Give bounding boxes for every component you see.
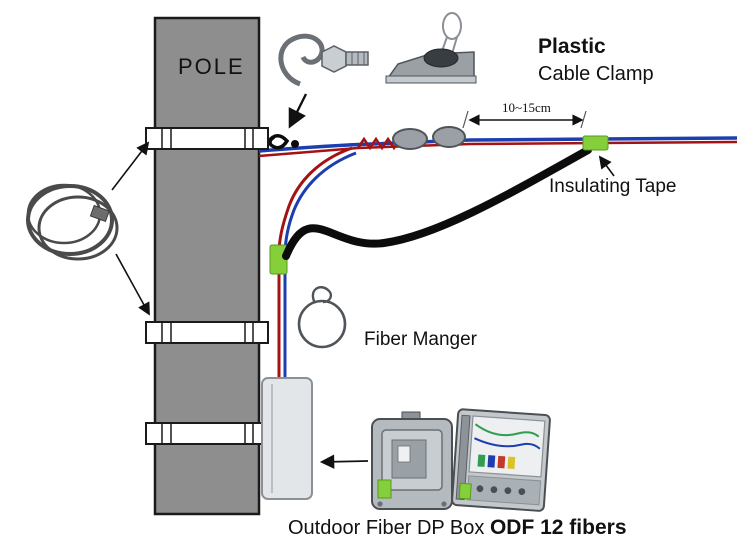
hook-bolt xyxy=(345,51,369,66)
knot-hook xyxy=(266,134,290,150)
band-rect xyxy=(145,321,269,344)
open-box-port-4 xyxy=(518,488,526,496)
loop-hook xyxy=(311,286,333,304)
clamp-dark-oval xyxy=(423,48,459,68)
open-box-fiber-green xyxy=(474,423,540,438)
dimension-annotation: 10~15cm xyxy=(462,100,587,129)
fiber-manager-label: Fiber Manger xyxy=(364,329,478,350)
span-cables xyxy=(258,126,738,158)
black-drop-cable xyxy=(282,146,592,260)
band-buckles xyxy=(161,128,254,149)
pole-label: POLE xyxy=(178,54,245,79)
fiber-manager-loop-icon xyxy=(297,286,347,349)
dp-box-open-icon xyxy=(451,408,551,512)
plastic-cable-clamp-icon xyxy=(385,12,477,84)
open-box-green-sticker xyxy=(458,482,472,500)
hook-curve xyxy=(278,33,325,87)
arrow-coil-to-middle-band xyxy=(115,253,150,316)
plastic-label: Plastic xyxy=(538,35,606,58)
cable-clamp-label: Cable Clamp xyxy=(538,63,654,85)
hook-clamp-icon xyxy=(278,33,369,87)
open-box-hinge xyxy=(455,414,471,501)
inline-clamp-oval-1 xyxy=(392,128,428,150)
knot-dot xyxy=(291,140,299,148)
dimension-label: 10~15cm xyxy=(502,100,551,115)
bottom-caption: Outdoor Fiber DP Box ODF 12 fibers xyxy=(288,516,627,539)
coil-screw-housing xyxy=(89,204,110,223)
loop-ring xyxy=(297,299,347,349)
red-cable-horizontal xyxy=(258,140,738,158)
open-box-splice-1 xyxy=(477,454,486,467)
red-cable-vertical xyxy=(277,146,353,382)
open-box-splice-3 xyxy=(497,455,506,469)
odf-caption: ODF 12 fibers xyxy=(490,516,627,539)
open-box-splice-4 xyxy=(507,456,516,470)
hose-clamp-coil-icon xyxy=(26,183,119,261)
dp-box-on-pole xyxy=(261,377,313,500)
open-box-port-2 xyxy=(490,486,498,494)
coil-ring-2 xyxy=(37,195,119,261)
coil-ring-3 xyxy=(26,183,102,245)
closed-box-green-sticker xyxy=(377,479,392,499)
hook-threads xyxy=(351,52,365,65)
strap-band-top xyxy=(145,127,269,150)
band-buckles xyxy=(161,423,254,444)
open-box-fiber-blue xyxy=(474,437,541,450)
clamp-wire-loop xyxy=(442,12,462,40)
band-buckles xyxy=(161,322,254,343)
insulating-tape-label: Insulating Tape xyxy=(549,176,676,197)
dp-box-caption: Outdoor Fiber DP Box xyxy=(288,517,490,539)
inline-clamp-oval-2 xyxy=(432,126,466,148)
drop-cable-vertical xyxy=(269,146,357,382)
band-rect xyxy=(145,422,269,445)
open-box-port-3 xyxy=(504,487,512,495)
pole-attachment-knot xyxy=(266,134,299,150)
arrow-hook-to-pole xyxy=(288,93,308,129)
arrow-coil-to-top-band xyxy=(111,141,150,191)
strap-band-bottom xyxy=(145,422,269,445)
dp-box-closed-icon xyxy=(371,411,453,510)
arrow-insulating-tape xyxy=(598,155,615,177)
hook-nut xyxy=(321,45,347,73)
strap-band-middle xyxy=(145,321,269,344)
open-box-splice-2 xyxy=(487,455,496,468)
dimension-tick-left xyxy=(462,110,469,129)
red-cable-coil-wrap xyxy=(356,136,401,151)
closed-box-label xyxy=(397,445,411,463)
dp-box-body xyxy=(261,377,313,500)
insulating-tape-horizontal xyxy=(582,135,609,151)
closed-box-screw-left xyxy=(377,501,383,507)
arrow-to-dp-box xyxy=(319,454,369,469)
clamp-base xyxy=(385,75,477,84)
open-box-port-1 xyxy=(476,485,484,493)
closed-box-screw-right xyxy=(441,501,447,507)
band-rect xyxy=(145,127,269,150)
dimension-tick-right xyxy=(580,110,587,129)
